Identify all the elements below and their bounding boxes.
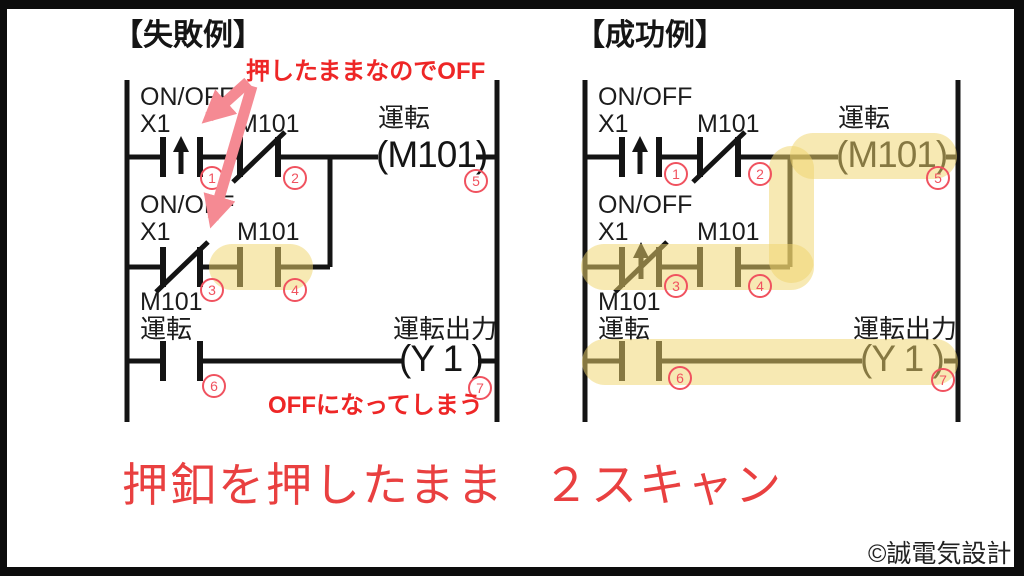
- copyright-text: ©誠電気設計: [868, 540, 1012, 568]
- fail-ladder: [124, 80, 500, 422]
- success-r1-onoff-label: ON/OFF: [598, 83, 693, 111]
- arrow-to-rung1-contact: [201, 77, 252, 124]
- success-step-7: 7: [931, 368, 955, 392]
- fail-runout-label: 運転出力: [393, 314, 498, 344]
- success-title: 【成功例】: [575, 19, 725, 52]
- caption-button-held: 押釦を押したまま: [122, 459, 505, 511]
- annotation-pressed-off: 押したままなのでOFF: [246, 58, 486, 85]
- fail-coil-run-label: 運転: [378, 103, 431, 133]
- fail-r3-m101-label: M101: [140, 288, 203, 316]
- caption-two-scans: ２スキャン: [543, 459, 783, 511]
- fail-step-5: 5: [464, 169, 488, 193]
- fail-coil-y1: (Y 1 ): [399, 338, 484, 379]
- fail-coil-m101: (M101): [376, 134, 488, 175]
- success-step-4: 4: [748, 274, 772, 298]
- highlight-success-rung2: [581, 244, 814, 290]
- annotation-turns-off: OFFになってしまう: [268, 392, 483, 419]
- success-r2-m101-label: M101: [697, 218, 760, 246]
- fail-step-4: 4: [283, 278, 307, 302]
- success-r3-m101-label: M101: [598, 288, 661, 316]
- success-r2-x1-label: X1: [598, 218, 629, 246]
- arrow-to-rung2-contact: [203, 84, 258, 229]
- success-r3-run-label: 運転: [598, 314, 651, 344]
- fail-r2-x1-label: X1: [140, 218, 171, 246]
- fail-step-3: 3: [200, 278, 224, 302]
- fail-step-2: 2: [283, 166, 307, 190]
- success-step-6: 6: [668, 366, 692, 390]
- success-step-2: 2: [748, 162, 772, 186]
- success-coil-run-label: 運転: [838, 103, 891, 133]
- fail-r2-m101-label: M101: [237, 218, 300, 246]
- success-r2-onoff-label: ON/OFF: [598, 191, 693, 219]
- success-step-5: 5: [926, 166, 950, 190]
- fail-r3-run-label: 運転: [140, 314, 193, 344]
- highlight-success-rung3: [582, 339, 958, 385]
- success-r1-x1-label: X1: [598, 110, 629, 138]
- fail-step-6: 6: [202, 374, 226, 398]
- fail-step-7: 7: [468, 376, 492, 400]
- success-step-1: 1: [664, 162, 688, 186]
- fail-title: 【失敗例】: [113, 19, 263, 52]
- success-runout-label: 運転出力: [853, 314, 958, 344]
- fail-r1-x1-label: X1: [140, 110, 171, 138]
- success-r1-m101-label: M101: [697, 110, 760, 138]
- success-step-3: 3: [664, 274, 688, 298]
